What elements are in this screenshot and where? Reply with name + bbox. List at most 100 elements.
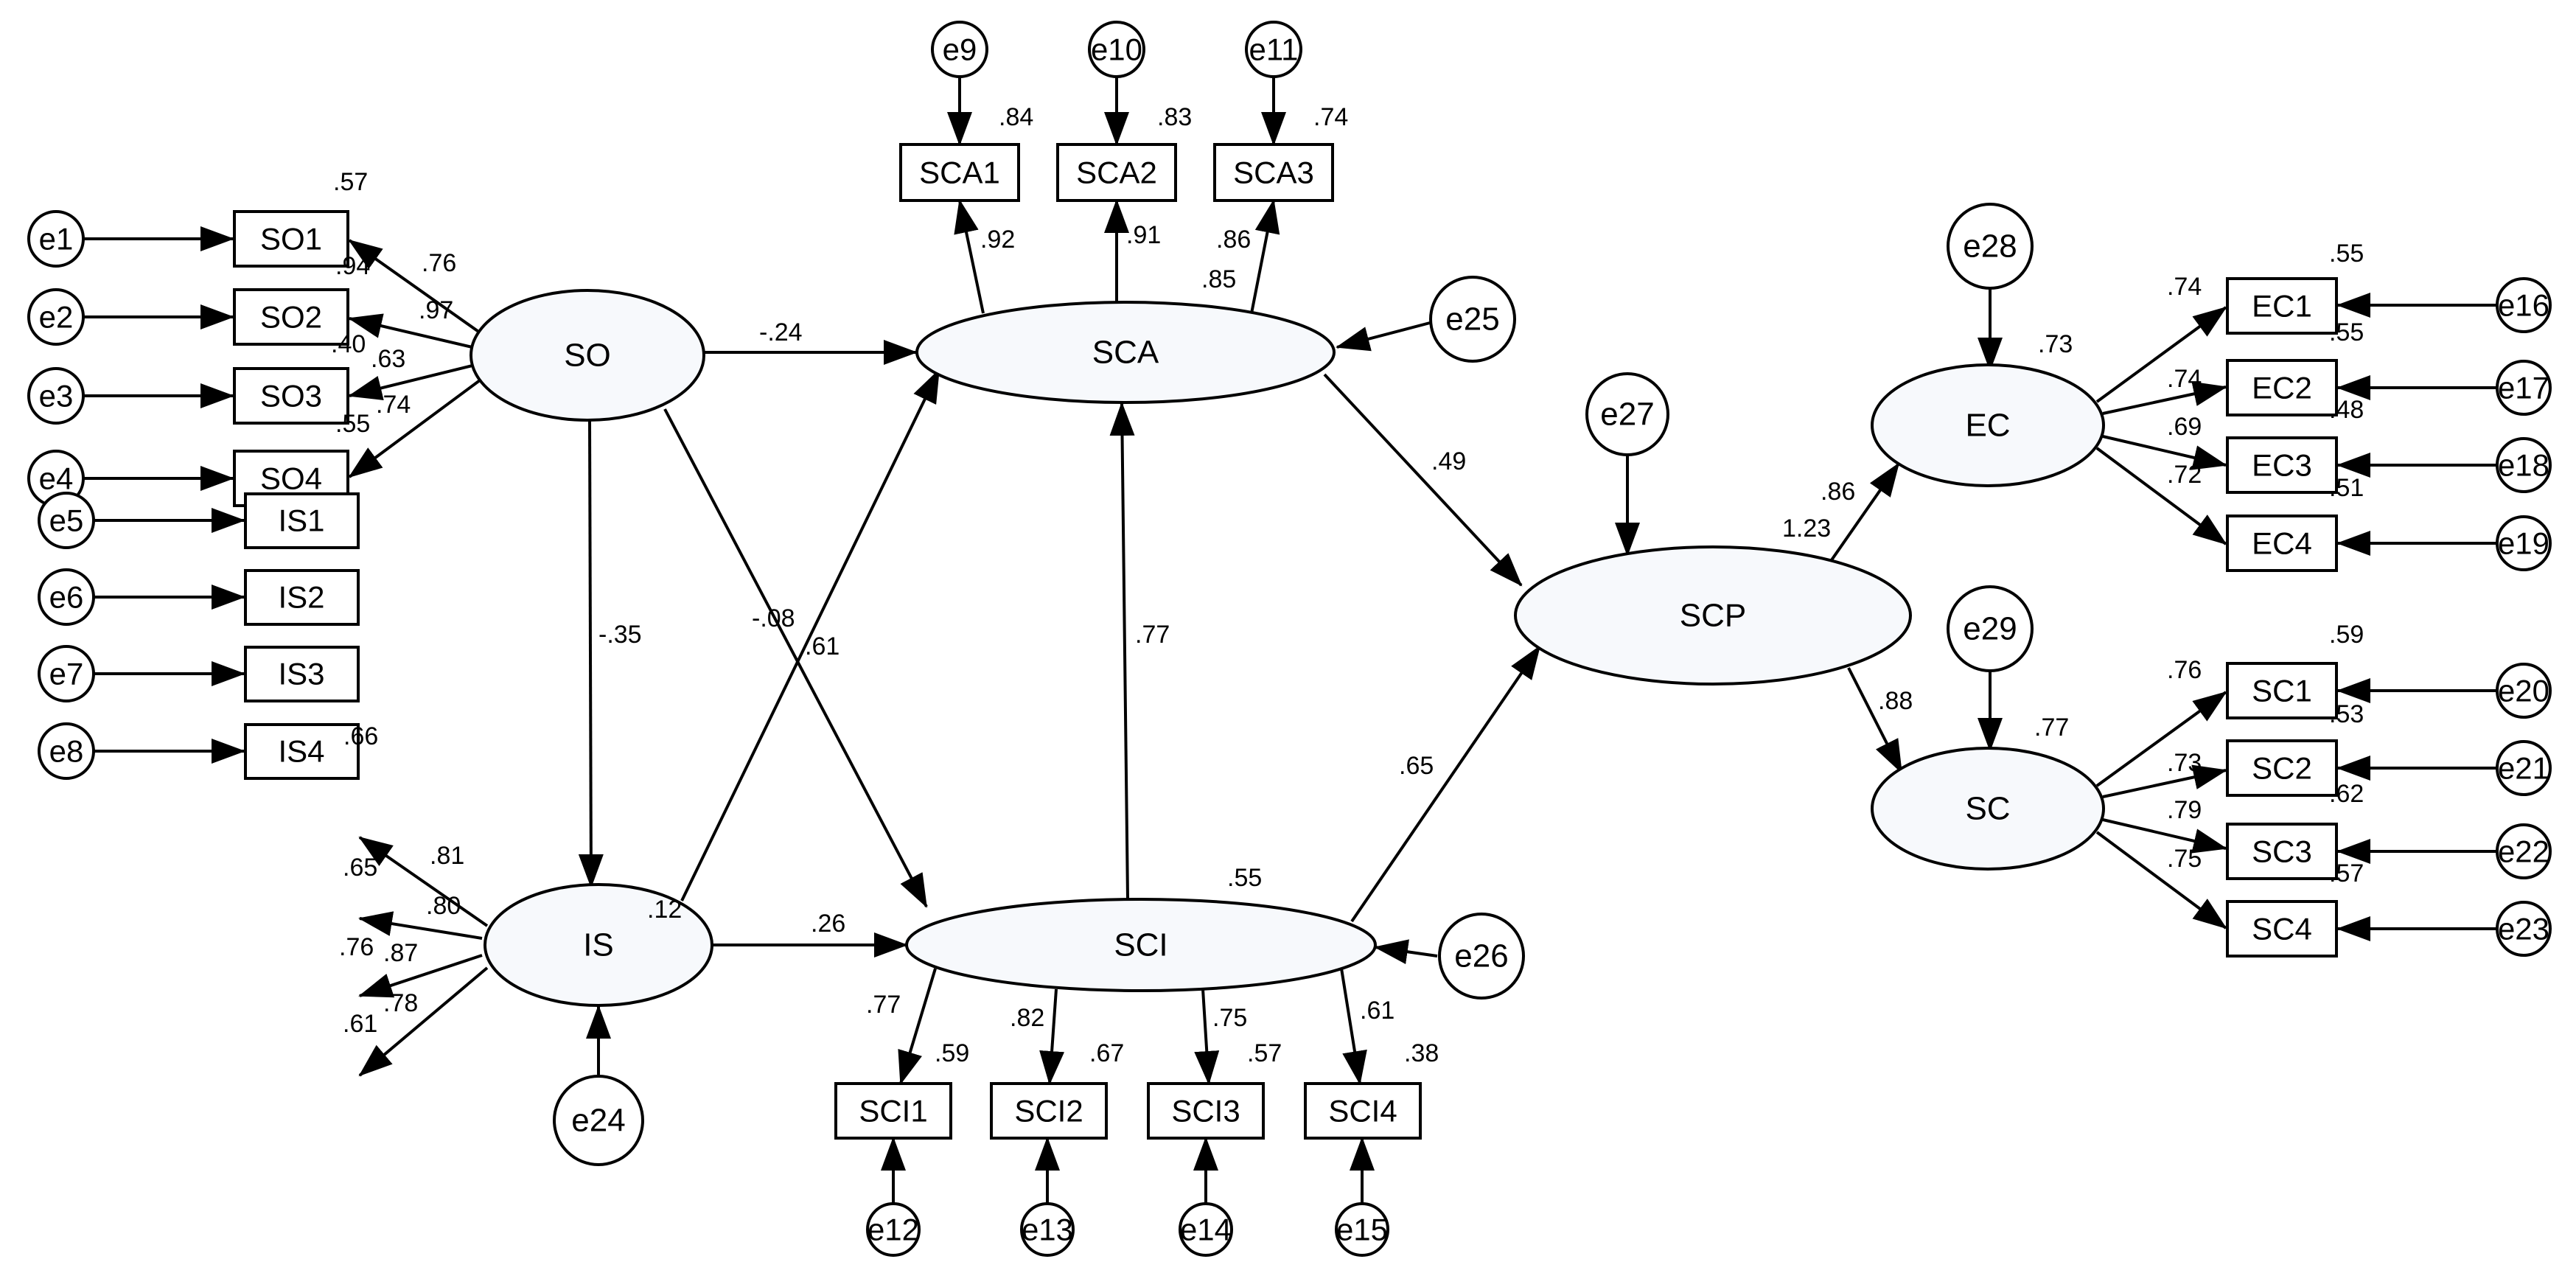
- error-e15: e15: [1335, 1202, 1389, 1257]
- observed-so1-label: SO1: [260, 222, 322, 257]
- observed-sci2: SCI2: [990, 1082, 1108, 1140]
- observed-sc2-label: SC2: [2252, 751, 2312, 786]
- error-e24: e24: [553, 1075, 644, 1166]
- observed-sc1: SC1: [2226, 662, 2338, 719]
- error-e22: e22: [2496, 823, 2552, 879]
- error-e22-label: e22: [2498, 834, 2549, 869]
- loading-label-sca2: .91: [1126, 221, 1161, 249]
- coefficient-labels: -.24 -.35 -.08 .61 .26 .77 .49 .65 .86 .…: [331, 103, 2364, 1067]
- r2-label-ec1: .55: [2329, 240, 2364, 268]
- error-e13: e13: [1020, 1202, 1075, 1257]
- arrow-ec-ec4: [2095, 447, 2227, 545]
- r2-label-ec2: .55: [2329, 318, 2364, 346]
- observed-ec4-label: EC4: [2252, 526, 2312, 561]
- path-label-sci-sca: .77: [1135, 621, 1170, 649]
- observed-so2-label: SO2: [260, 300, 322, 335]
- loading-label-is3: .87: [383, 939, 418, 967]
- r2-label-sci2: .67: [1089, 1039, 1124, 1067]
- r2-label-scp: 1.23: [1782, 515, 1831, 543]
- observed-so3: SO3: [233, 367, 349, 425]
- error-e2: e2: [27, 288, 85, 346]
- arrow-is-is3: [358, 954, 483, 998]
- observed-so1: SO1: [233, 210, 349, 268]
- observed-sc3-label: SC3: [2252, 834, 2312, 869]
- observed-sci1: SCI1: [834, 1082, 952, 1140]
- latent-variables: SO IS SCA SCI SCP EC SC: [470, 289, 2105, 1007]
- arrow-scp-sc: [1847, 667, 1903, 774]
- error-e1: e1: [27, 210, 85, 268]
- latent-ec: EC: [1871, 363, 2105, 487]
- latent-sci-label: SCI: [1114, 927, 1167, 963]
- loading-label-is2: .80: [426, 892, 461, 920]
- loading-label-is4: .78: [383, 989, 418, 1017]
- r2-label-so3: .40: [331, 330, 366, 358]
- observed-sca2: SCA2: [1056, 143, 1177, 202]
- observed-variables: SO1 SO2 SO3 SO4 IS1 IS2 IS3 IS4 SCA1 SCA…: [233, 143, 2338, 1140]
- r2-label-sca2: .83: [1157, 103, 1192, 131]
- arrow-sci-scp: [1350, 645, 1541, 923]
- loading-label-ec1: .74: [2167, 273, 2202, 301]
- error-e14-label: e14: [1180, 1213, 1232, 1247]
- arrow-sci-sci3: [1194, 988, 1220, 1085]
- arrow-is-sca: [680, 369, 940, 901]
- error-e7-label: e7: [49, 657, 84, 691]
- path-label-is-sci: .26: [811, 910, 845, 938]
- loading-label-sc4: .75: [2167, 845, 2202, 873]
- error-e8-label: e8: [49, 734, 84, 769]
- error-e13-label: e13: [1022, 1213, 1073, 1247]
- path-label-scp-ec: .86: [1821, 478, 1855, 506]
- loading-label-ec4: .72: [2167, 461, 2202, 489]
- error-e16: e16: [2496, 277, 2552, 333]
- loading-label-ec3: .69: [2167, 413, 2202, 441]
- observed-is2: IS2: [244, 569, 360, 626]
- r2-label-so2: .94: [335, 252, 370, 280]
- error-e18-label: e18: [2498, 448, 2549, 483]
- observed-ec4: EC4: [2226, 515, 2338, 572]
- observed-sc4: SC4: [2226, 900, 2338, 958]
- error-e26: e26: [1438, 913, 1525, 1000]
- error-e8: e8: [38, 722, 95, 780]
- observed-sca3: SCA3: [1213, 143, 1334, 202]
- loading-label-sci3: .75: [1212, 1004, 1247, 1032]
- latent-scp-label: SCP: [1680, 598, 1746, 634]
- arrow-sca-scp: [1323, 373, 1523, 587]
- latent-is-label: IS: [583, 927, 614, 963]
- latent-sca: SCA: [915, 301, 1336, 404]
- error-e27-label: e27: [1600, 397, 1654, 433]
- arrow-sca-sca3: [1250, 199, 1280, 314]
- error-e15-label: e15: [1336, 1213, 1388, 1247]
- arrow-sci-sci1: [898, 968, 937, 1085]
- observed-is4: IS4: [244, 723, 360, 780]
- observed-ec3: EC3: [2226, 436, 2338, 494]
- observed-is3: IS3: [244, 646, 360, 702]
- error-e28: e28: [1947, 203, 2034, 290]
- loading-label-sc2: .73: [2167, 749, 2202, 777]
- error-e1-label: e1: [39, 222, 74, 257]
- arrow-so-is: [578, 419, 604, 888]
- arrow-ec-ec3: [2102, 435, 2227, 470]
- arrow-sci-sci2: [1039, 988, 1065, 1085]
- arrow-sc-sc1: [2095, 691, 2227, 787]
- error-e25-label: e25: [1445, 301, 1499, 338]
- arrow-sci-sci4: [1340, 968, 1367, 1085]
- error-e29: e29: [1947, 585, 2034, 672]
- arrows: [83, 76, 2499, 1205]
- loading-label-so1: .76: [422, 249, 456, 277]
- arrow-so-so2: [348, 313, 476, 349]
- arrow-so-so4: [348, 377, 484, 478]
- arrow-is-is4: [358, 966, 489, 1077]
- observed-sci4: SCI4: [1304, 1082, 1422, 1140]
- observed-ec2: EC2: [2226, 359, 2338, 416]
- r2-label-so4: .55: [335, 410, 370, 438]
- error-e14: e14: [1179, 1202, 1233, 1257]
- observed-is4-label: IS4: [278, 734, 324, 769]
- error-e9-label: e9: [943, 32, 977, 67]
- r2-label-is: .12: [647, 896, 682, 924]
- latent-scp: SCP: [1514, 545, 1912, 686]
- r2-label-sc4: .57: [2329, 859, 2364, 887]
- error-e3: e3: [27, 367, 85, 425]
- latent-sc: SC: [1871, 747, 2105, 871]
- loading-label-sc3: .79: [2167, 796, 2202, 824]
- observed-so3-label: SO3: [260, 379, 322, 414]
